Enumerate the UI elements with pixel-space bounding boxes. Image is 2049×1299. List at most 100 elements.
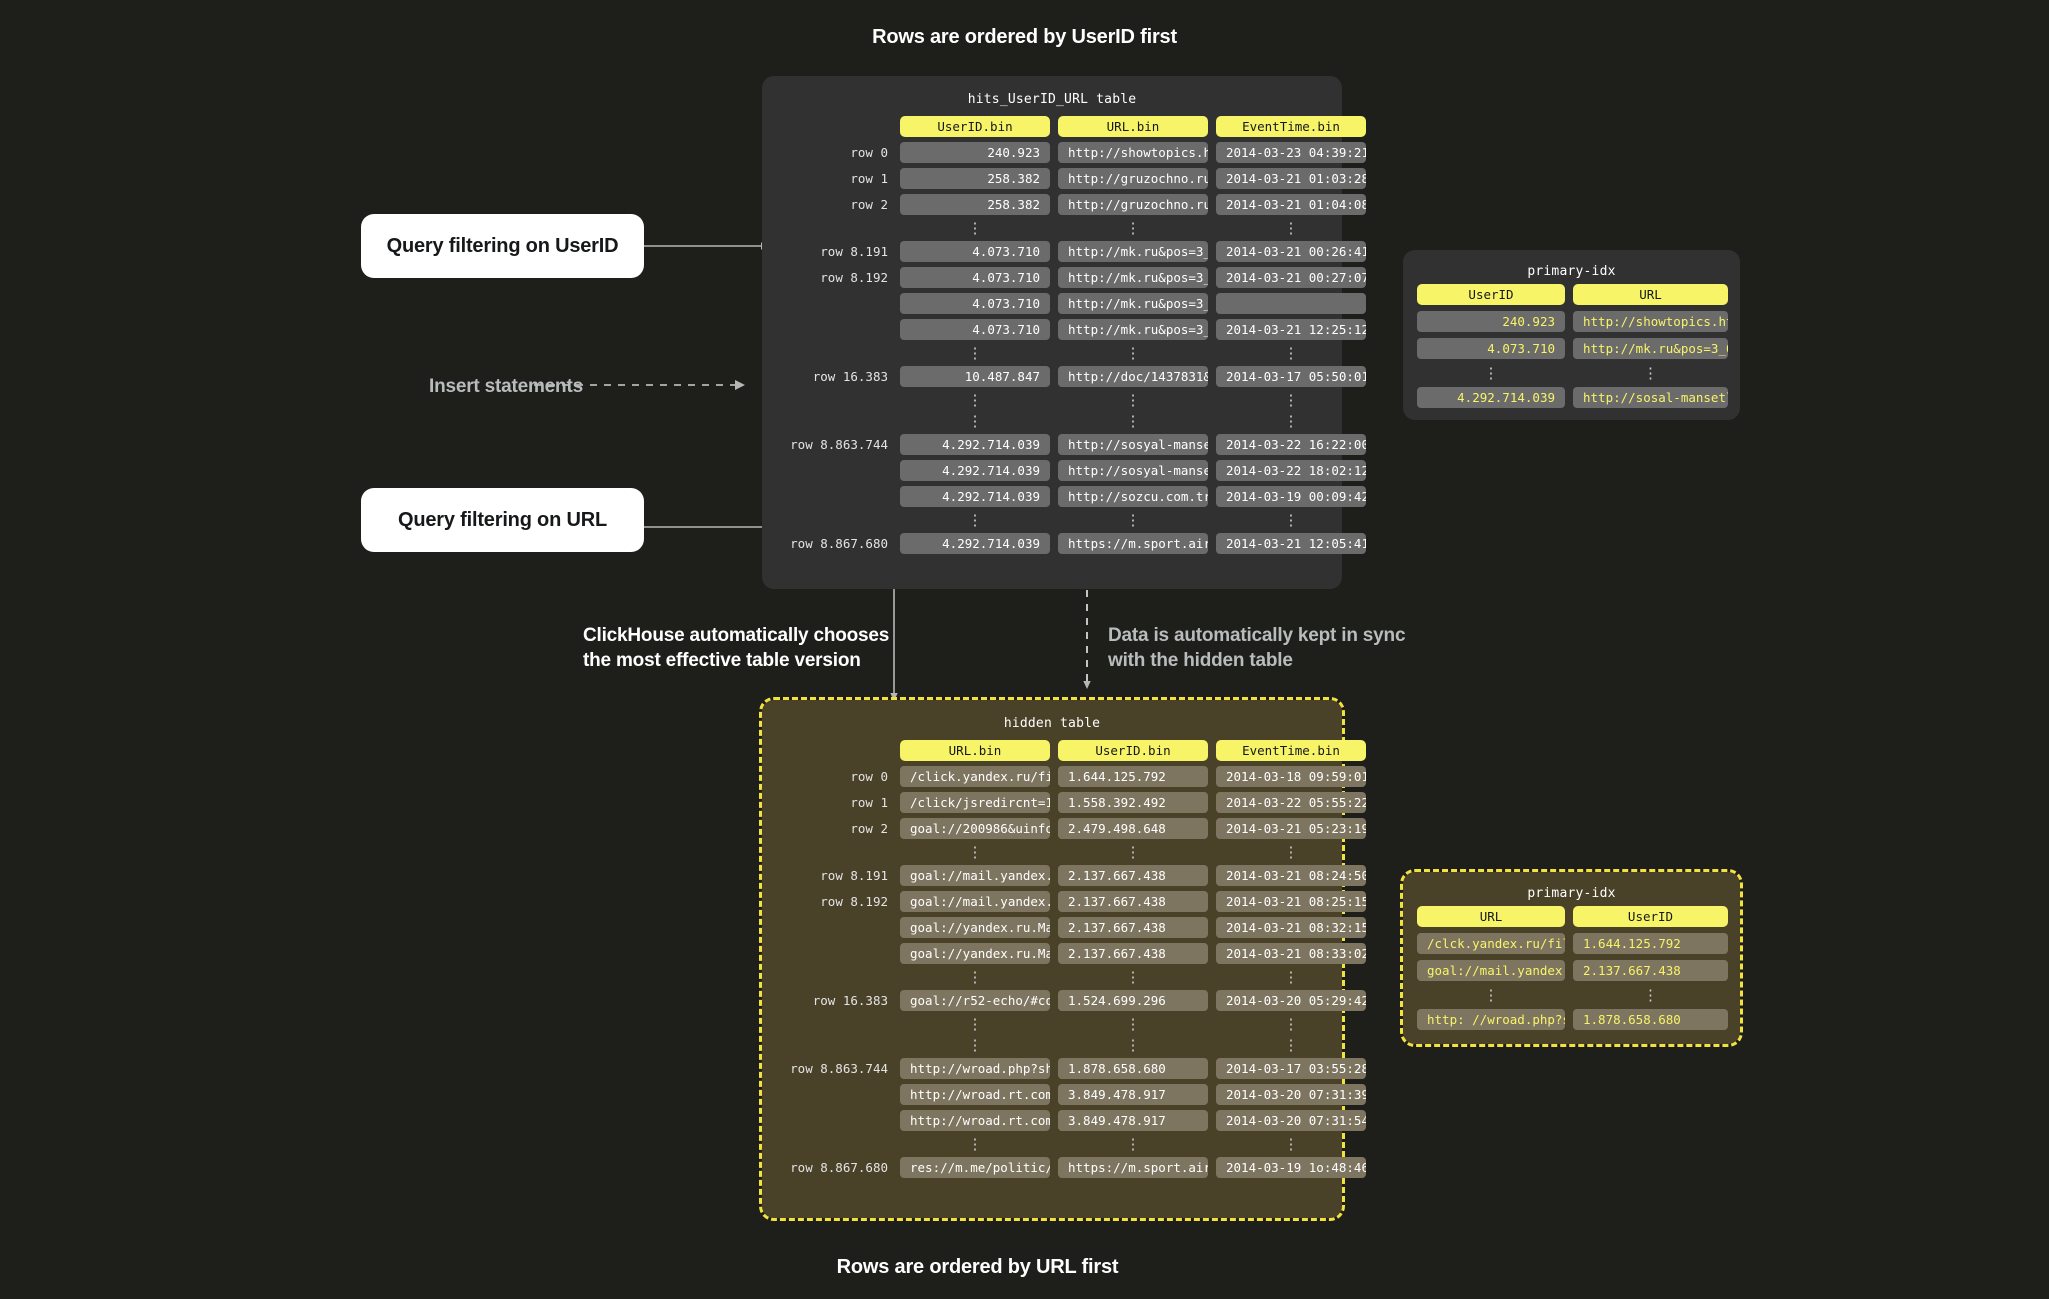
table-ellipsis-row bbox=[762, 413, 1342, 429]
table-row[interactable]: row 8.191goal://mail.yandex.ru/Ma...2.13… bbox=[762, 865, 1366, 886]
vertical-ellipsis-icon bbox=[900, 1016, 1050, 1032]
row-label: row 8.191 bbox=[820, 244, 888, 259]
table-cell: 2014-03-21 08:33:02 bbox=[1216, 943, 1366, 964]
table-cell: 4.073.710 bbox=[900, 267, 1050, 288]
callout-query-filtering-url[interactable]: Query filtering on URL bbox=[361, 488, 644, 552]
table-cell: http://gruzochno.ru/ekat... bbox=[1058, 194, 1208, 215]
table-row[interactable]: 4.292.714.039http://sosal-mansetleri... bbox=[1403, 387, 1740, 408]
table-cell: http://mk.ru&pos=3_0 bbox=[1058, 241, 1208, 262]
table-row[interactable]: row 2258.382http://gruzochno.ru/ekat...2… bbox=[762, 194, 1366, 215]
table-cell: 4.292.714.039 bbox=[900, 434, 1050, 455]
table-cell: 2014-03-21 12:25:12 bbox=[1216, 319, 1366, 340]
table-ellipsis-row bbox=[1403, 365, 1740, 381]
table-cell: goal://mail.yandex.ru/Ma... bbox=[900, 891, 1050, 912]
table-row[interactable]: /clck.yandex.ru/file.com...1.644.125.792 bbox=[1403, 933, 1740, 954]
table-row[interactable]: row 0240.923http://showtopics.html%3...2… bbox=[762, 142, 1366, 163]
table-cell: http://wroad.php?show/7... bbox=[900, 1058, 1050, 1079]
table-row[interactable]: row 16.383goal://r52-echo/#compose...1.5… bbox=[762, 990, 1366, 1011]
vertical-ellipsis-icon bbox=[1216, 1037, 1366, 1053]
table-row[interactable]: 4.292.714.039http://sozcu.com.tr/oaut201… bbox=[762, 486, 1366, 507]
column-header-url-bin: URL.bin bbox=[1058, 116, 1208, 137]
table-cell: 2014-03-22 16:22:00 bbox=[1216, 434, 1366, 455]
column-header-userid-bin: UserID.bin bbox=[1058, 740, 1208, 761]
table-cell: goal://mail.yandex.ru/Ma... bbox=[900, 865, 1050, 886]
hidden-primary-index-panel: primary-idx URLUserID/clck.yandex.ru/fil… bbox=[1400, 869, 1743, 1047]
table-row[interactable]: row 2goal://200986&uinfo=wn-1...2.479.49… bbox=[762, 818, 1366, 839]
table-cell: 4.292.714.039 bbox=[900, 533, 1050, 554]
table-cell: 2014-03-21 08:25:15 bbox=[1216, 891, 1366, 912]
table-row[interactable]: goal://yandex.ru.Ma...2.137.667.4382014-… bbox=[762, 917, 1366, 938]
hidden-table-title: hidden table bbox=[1003, 716, 1101, 731]
table-cell: 2014-03-20 07:31:54 bbox=[1216, 1110, 1366, 1131]
table-cell: 2.137.667.438 bbox=[1058, 943, 1208, 964]
table-row[interactable]: http: //wroad.php?show/7...1.878.658.680 bbox=[1403, 1009, 1740, 1030]
vertical-ellipsis-icon bbox=[1216, 1136, 1366, 1152]
row-label: row 8.867.680 bbox=[790, 1160, 888, 1175]
table-ellipsis-row bbox=[762, 969, 1342, 985]
table-cell: http://sosyal-mansetleri... bbox=[1058, 460, 1208, 481]
vertical-ellipsis-icon bbox=[1058, 345, 1208, 361]
table-cell: 1.878.658.680 bbox=[1058, 1058, 1208, 1079]
table-cell: 2014-03-21 01:04:08 bbox=[1216, 194, 1366, 215]
column-header-eventtime-bin: EventTime.bin bbox=[1216, 116, 1366, 137]
table-cell: 258.382 bbox=[900, 194, 1050, 215]
column-header-userid-bin: UserID.bin bbox=[900, 116, 1050, 137]
hidden-index-title: primary-idx bbox=[1527, 886, 1616, 901]
table-row[interactable]: row 8.863.744 4.292.714.039 http://sosyal-… bbox=[762, 434, 1366, 455]
table-cell: 2014-03-21 00:27:07 bbox=[1216, 267, 1366, 288]
table-cell: goal://r52-echo/#compose... bbox=[900, 990, 1050, 1011]
row-label: row 8.863.744 bbox=[790, 437, 888, 452]
table-row[interactable]: 240.923http://showtopics.html%3... bbox=[1403, 311, 1740, 332]
table-ellipsis-row bbox=[762, 392, 1342, 408]
vertical-ellipsis-icon bbox=[1058, 1136, 1208, 1152]
table-cell: 4.073.710 bbox=[900, 241, 1050, 262]
callout-query-filtering-userid[interactable]: Query filtering on UserID bbox=[361, 214, 644, 278]
vertical-ellipsis-icon bbox=[1216, 220, 1366, 236]
table-row[interactable]: row 8.867.680res://m.me/politic/stati...… bbox=[762, 1157, 1366, 1178]
table-cell: 4.292.714.039 bbox=[1417, 387, 1565, 408]
table-row[interactable]: row 0/click.yandex.ru/file.co ...1.644.1… bbox=[762, 766, 1366, 787]
table-row[interactable]: row 8.192goal://mail.yandex.ru/Ma...2.13… bbox=[762, 891, 1366, 912]
table-cell: http://mk.ru&pos=3_0 bbox=[1058, 267, 1208, 288]
table-row[interactable]: 4.292.714.039http://sosyal-mansetleri...… bbox=[762, 460, 1366, 481]
row-label: row 16.383 bbox=[812, 369, 888, 384]
table-cell: 240.923 bbox=[900, 142, 1050, 163]
row-label: row 8.191 bbox=[820, 868, 888, 883]
vertical-ellipsis-icon bbox=[900, 969, 1050, 985]
table-row[interactable]: row 1258.382http://gruzochno.ru/ekat...2… bbox=[762, 168, 1366, 189]
table-cell: 2014-03-21 01:03:28 bbox=[1216, 168, 1366, 189]
main-table-grid: UserID.bin URL.bin EventTime.bin row 0 240.9… bbox=[762, 116, 1366, 559]
table-cell: goal://mail.yandex.ru/Ma... bbox=[1417, 960, 1565, 981]
table-cell: 1.878.658.680 bbox=[1573, 1009, 1728, 1030]
heading-bottom: Rows are ordered by URL first bbox=[836, 1256, 1119, 1278]
table-cell: 2014-03-17 05:50:01 bbox=[1216, 366, 1366, 387]
vertical-ellipsis-icon bbox=[1058, 413, 1208, 429]
table-row[interactable]: row 8.863.744http://wroad.php?show/7...1… bbox=[762, 1058, 1366, 1079]
table-row[interactable]: http://wroad.rt.com/tr/...3.849.478.9172… bbox=[762, 1084, 1366, 1105]
vertical-ellipsis-icon bbox=[900, 345, 1050, 361]
table-cell: 2.137.667.438 bbox=[1058, 917, 1208, 938]
vertical-ellipsis-icon bbox=[1216, 413, 1366, 429]
table-ellipsis-row bbox=[762, 512, 1342, 528]
table-cell: http://showtopics.html%3... bbox=[1573, 311, 1728, 332]
table-row[interactable]: http://wroad.rt.com/tr/...3.849.478.9172… bbox=[762, 1110, 1366, 1131]
table-row[interactable]: goal://yandex.ru.Ma...2.137.667.4382014-… bbox=[762, 943, 1366, 964]
table-row[interactable]: row 1/click/jsredircnt=1395412...1.558.3… bbox=[762, 792, 1366, 813]
table-row[interactable]: goal://mail.yandex.ru/Ma...2.137.667.438 bbox=[1403, 960, 1740, 981]
table-cell: http://sosyal-mansetleri... bbox=[1058, 434, 1208, 455]
table-cell: 2014-03-21 08:24:50 bbox=[1216, 865, 1366, 886]
row-label: row 8.192 bbox=[820, 894, 888, 909]
row-label: row 0 bbox=[850, 145, 888, 160]
table-row[interactable]: row 16.38310.487.847http://doc/1437831&i… bbox=[762, 366, 1366, 387]
table-cell: 2014-03-19 00:09:42 bbox=[1216, 486, 1366, 507]
table-header-row: UserID.bin URL.bin EventTime.bin bbox=[762, 116, 1366, 137]
